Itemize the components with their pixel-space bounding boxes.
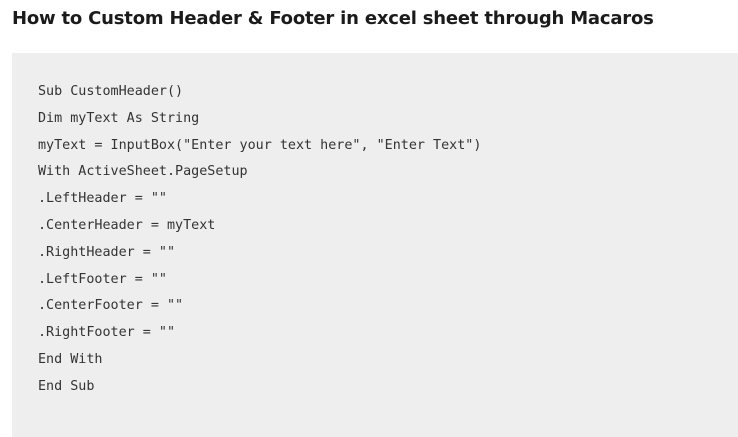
code-line: Sub CustomHeader()	[38, 84, 184, 99]
code-line: .LeftHeader = ""	[38, 191, 167, 207]
code-block[interactable]: Sub CustomHeader() Dim myText As String my…	[12, 53, 738, 437]
code-line: With ActiveSheet.PageSetup	[38, 164, 248, 180]
code-line: End With	[38, 351, 103, 367]
code-line: .CenterFooter = ""	[38, 298, 184, 314]
code-line: myText = InputBox("Enter your text here"…	[38, 137, 482, 153]
article-heading: How to Custom Header & Footer in excel s…	[12, 8, 654, 29]
code-line: .LeftFooter = ""	[38, 271, 167, 287]
code-content: Sub CustomHeader() Dim myText As String my…	[38, 79, 738, 401]
code-line: Dim myText As String	[38, 110, 200, 126]
code-line: End Sub	[38, 378, 95, 394]
code-line: .RightHeader = ""	[38, 244, 176, 260]
code-line: .RightFooter = ""	[38, 325, 176, 341]
code-line: .CenterHeader = myText	[38, 217, 216, 233]
